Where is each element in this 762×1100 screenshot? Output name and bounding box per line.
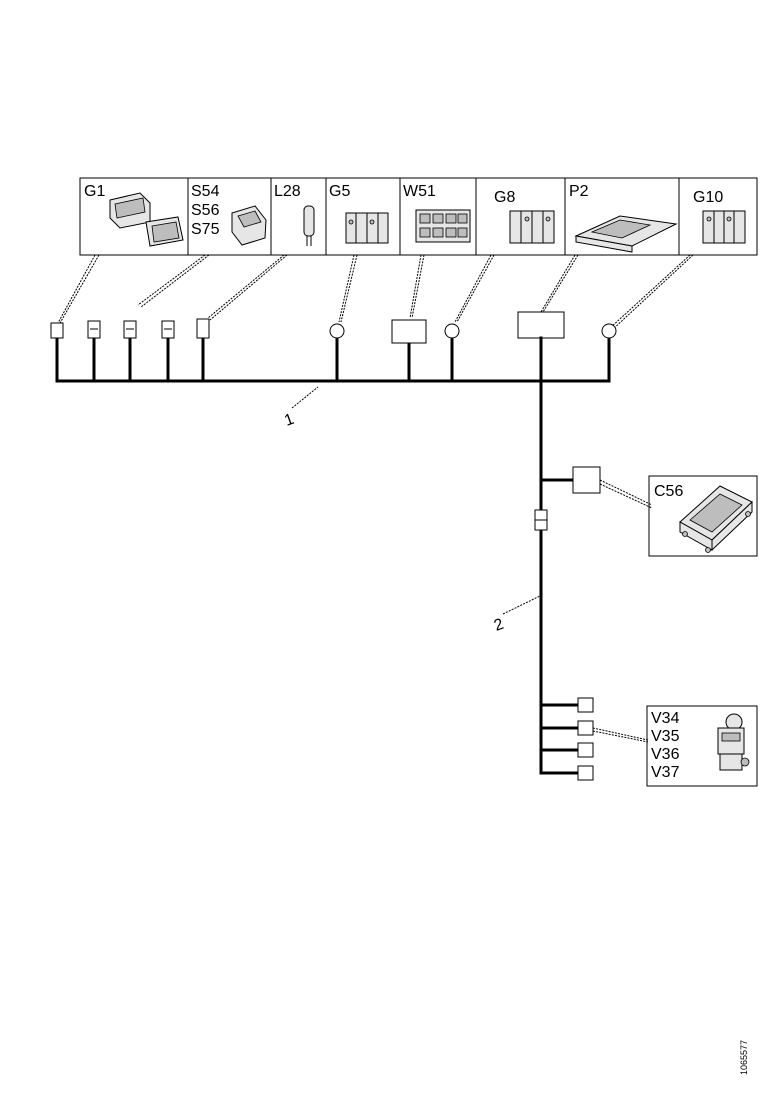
connector-g1: [50, 322, 64, 339]
connector-c56: [572, 466, 601, 494]
component-box-c56: C56: [599, 475, 758, 557]
component-box-g8: G8: [475, 177, 566, 256]
lamp-icon: [303, 205, 315, 246]
connector-icon: [109, 192, 184, 247]
label-c56: C56: [654, 483, 683, 500]
label-v34: V34: [651, 710, 680, 727]
connector-w51: [391, 319, 427, 344]
valve-icon: [717, 713, 750, 771]
label-l28: L28: [274, 183, 301, 200]
label-v36: V36: [651, 746, 680, 763]
relay-icon: [509, 210, 555, 244]
label-g5: G5: [329, 183, 350, 200]
label-p2: P2: [569, 183, 589, 200]
relay-icon: [702, 210, 746, 244]
connector-v35: [577, 720, 594, 736]
connector-v37: [577, 765, 594, 781]
component-box-s54-s56-s75: S54 S56 S75: [187, 177, 272, 256]
label-g8: G8: [494, 189, 515, 206]
component-box-g5: G5: [325, 177, 401, 256]
label-v37: V37: [651, 764, 680, 781]
connector-g8: [444, 323, 460, 339]
connector-g5: [329, 323, 345, 339]
harness-label-1: 1: [282, 386, 319, 430]
label-s54: S54: [191, 183, 220, 200]
connector-p2: [517, 311, 565, 339]
relay-icon: [345, 212, 389, 244]
connectors-branch: [534, 466, 601, 781]
component-box-w51: W51: [399, 177, 477, 256]
connectors-main: [50, 311, 617, 344]
label-g10: G10: [693, 189, 723, 206]
switch-icon: [231, 205, 267, 246]
connector-v34: [577, 697, 594, 713]
control-unit-icon: [679, 485, 753, 553]
harness-main: [55, 336, 611, 383]
connector-v36: [577, 742, 594, 758]
label-s75: S75: [191, 221, 220, 238]
label-v35: V35: [651, 728, 680, 745]
fuse-panel-icon: [574, 215, 678, 253]
label-w51: W51: [403, 183, 436, 200]
harness-branch: [539, 336, 580, 775]
component-box-v34-v37: V34 V35 V36 V37: [592, 705, 758, 787]
harness-1-label: 1: [282, 411, 296, 430]
label-g1: G1: [84, 183, 105, 200]
harness-2-label: 2: [492, 616, 506, 635]
component-box-g1: G1: [79, 177, 189, 256]
drawing-number: 1065577: [739, 1040, 749, 1075]
connector-l28: [196, 318, 210, 339]
leader-lines-top: [57, 254, 694, 331]
component-box-l28: L28: [270, 177, 327, 256]
component-box-p2: P2: [564, 177, 680, 256]
connector-g10: [601, 323, 617, 339]
component-box-g10: G10: [678, 177, 758, 256]
label-s56: S56: [191, 202, 220, 219]
harness-label-2: 2: [492, 595, 541, 635]
relay-block-icon: [415, 209, 471, 243]
